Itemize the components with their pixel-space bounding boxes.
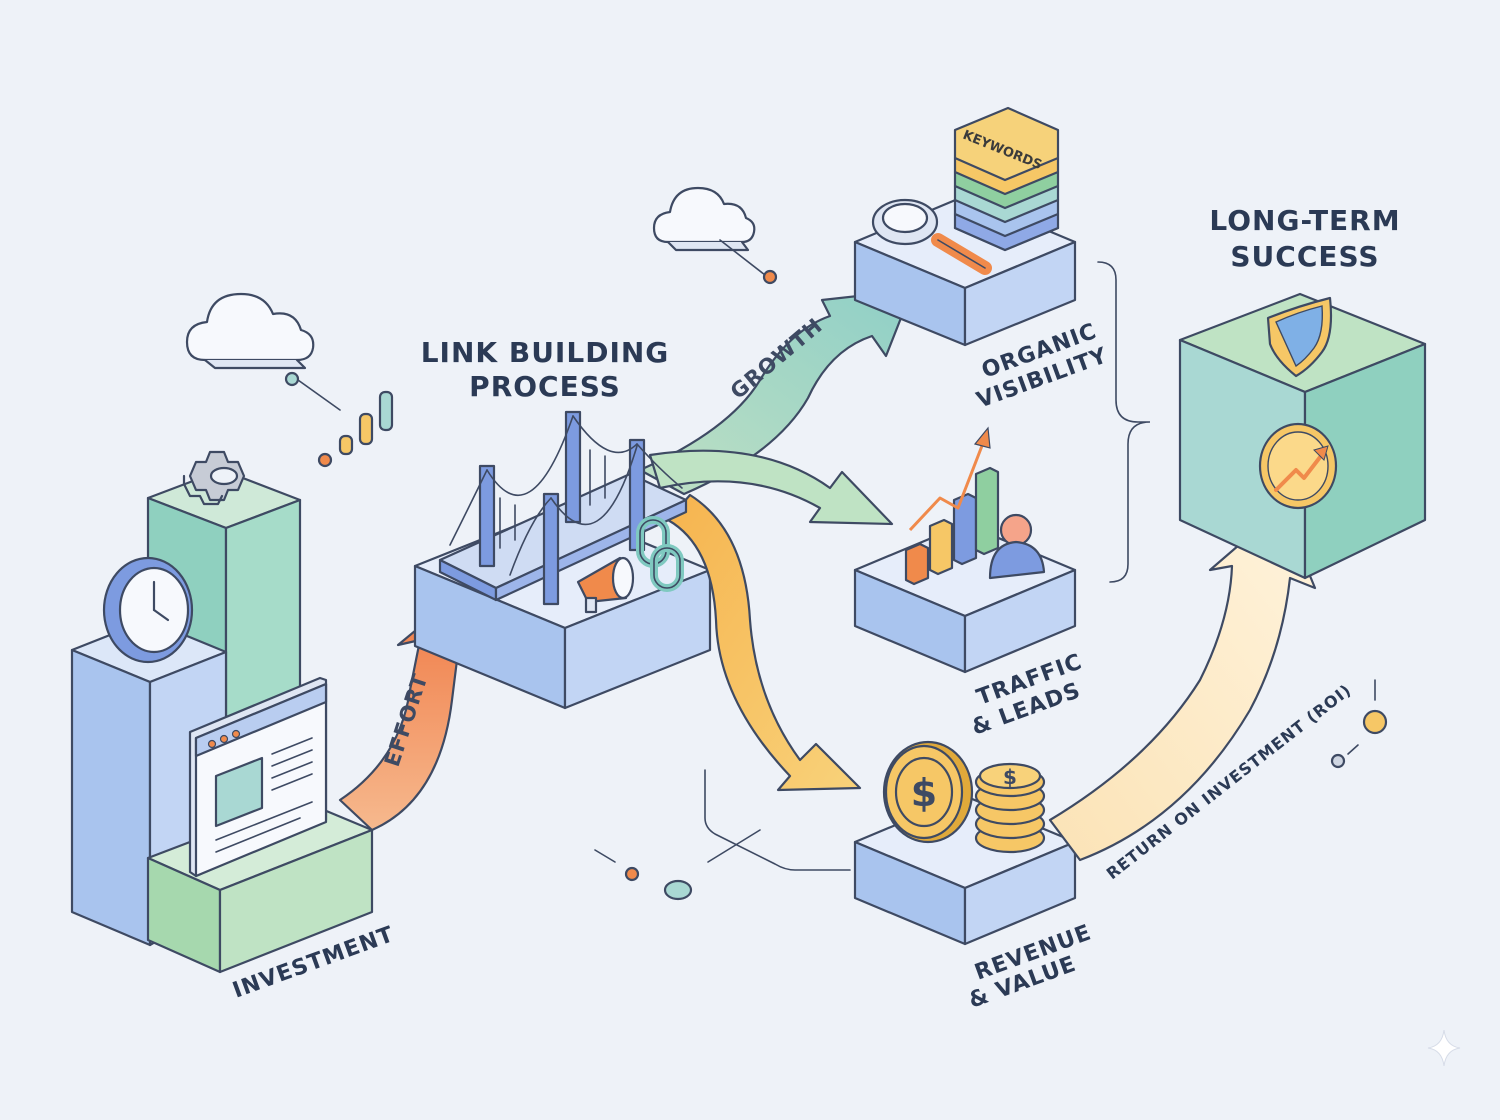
coin-stack-icon: $ (974, 762, 1046, 854)
browser-window-icon (188, 676, 328, 878)
svg-text:$: $ (1003, 765, 1017, 789)
long-term-success-cube (1178, 292, 1427, 580)
long-term-title-line1: LONG-TERM (1209, 204, 1400, 237)
shield-icon (1266, 296, 1333, 378)
user-icon (988, 513, 1046, 580)
roi-arrow (1048, 506, 1317, 862)
investment-stack (70, 450, 374, 974)
chain-link-icon (636, 516, 684, 592)
growth-arrow (638, 288, 914, 496)
organic-visibility-platform: KEYWORDS (853, 106, 1077, 347)
bar-chart-icon (904, 426, 1000, 586)
sparkle-icon (1427, 1029, 1461, 1067)
bridge-icon (438, 410, 688, 606)
svg-text:$: $ (911, 771, 937, 815)
link-building-title-line1: LINK BUILDING (421, 336, 670, 369)
gear-icon (182, 450, 246, 506)
traffic-arrow (648, 449, 894, 526)
link-building-title-line2: PROCESS (469, 370, 621, 403)
cloud-icon (185, 292, 315, 370)
clock-icon (102, 556, 194, 664)
cloud-icon (652, 186, 756, 252)
revenue-arrow (666, 493, 862, 792)
traffic-leads-platform (853, 426, 1077, 674)
long-term-title-line2: SUCCESS (1230, 240, 1379, 273)
trend-up-icon (1258, 422, 1338, 510)
magnifier-icon (871, 198, 992, 275)
megaphone-icon (576, 556, 635, 614)
keywords-stack: KEYWORDS (953, 106, 1060, 252)
decor-dots (284, 239, 1388, 901)
dollar-coin-icon: $ (882, 740, 974, 844)
revenue-value-platform: $ $ (853, 740, 1077, 946)
